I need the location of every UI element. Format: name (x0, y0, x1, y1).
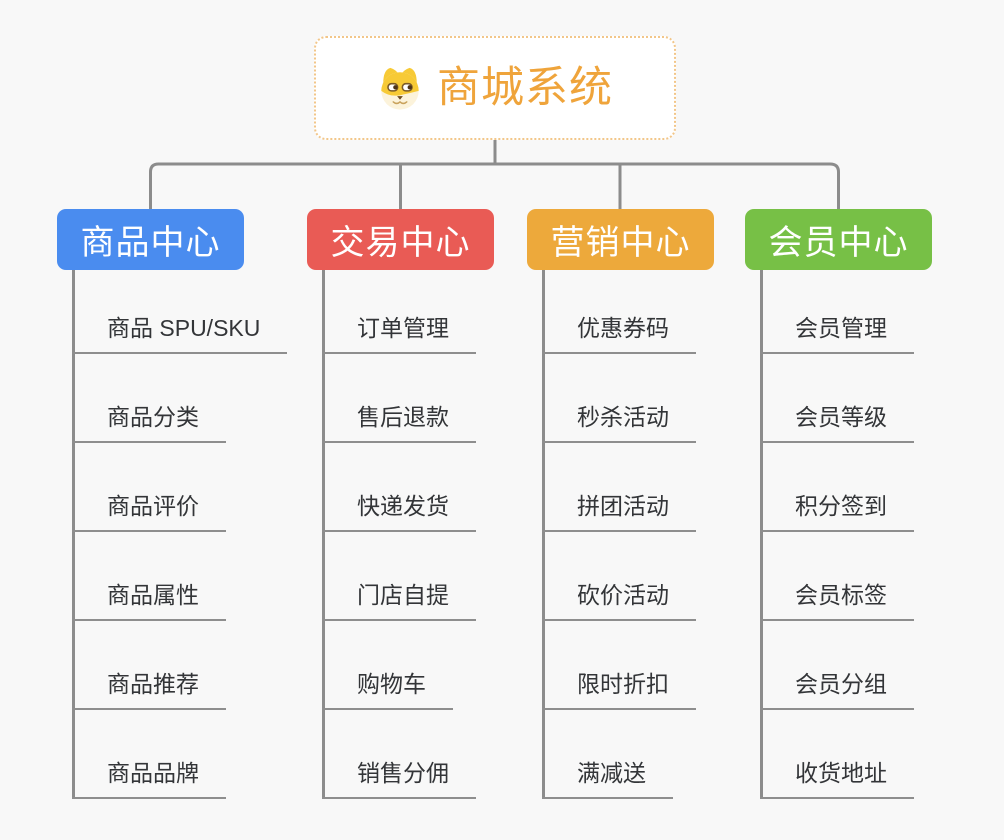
subtopic-item[interactable]: 收货地址 (760, 759, 914, 799)
subtopic-item[interactable]: 购物车 (322, 670, 453, 710)
subtopic-item[interactable]: 会员分组 (760, 670, 914, 710)
subtopic-item[interactable]: 会员管理 (760, 314, 914, 354)
root-topic-mall-system[interactable]: 商城系统 (314, 36, 676, 140)
subtopic-item[interactable]: 满减送 (542, 759, 673, 799)
subtopic-item[interactable]: 限时折扣 (542, 670, 696, 710)
branch-trade-center[interactable]: 交易中心 (307, 209, 494, 270)
branch-label: 商品中心 (80, 224, 221, 262)
root-topic-label: 商城系统 (437, 63, 613, 112)
subtopic-item[interactable]: 积分签到 (760, 492, 914, 532)
subtopic-item[interactable]: 会员等级 (760, 403, 914, 443)
branch-product-center[interactable]: 商品中心 (57, 209, 244, 270)
subtopic-item[interactable]: 秒杀活动 (542, 403, 696, 443)
subtopic-item[interactable]: 商品分类 (72, 403, 226, 443)
subtopic-item[interactable]: 商品评价 (72, 492, 226, 532)
subtopic-item[interactable]: 门店自提 (322, 581, 476, 621)
subtopic-item[interactable]: 拼团活动 (542, 492, 696, 532)
subtopic-item[interactable]: 订单管理 (322, 314, 476, 354)
subtopic-item[interactable]: 销售分佣 (322, 759, 476, 799)
subtopic-item[interactable]: 砍价活动 (542, 581, 696, 621)
subtopic-item[interactable]: 商品品牌 (72, 759, 226, 799)
branch-label: 营销中心 (550, 224, 691, 262)
dog-icon (381, 67, 419, 110)
subtopic-item[interactable]: 商品推荐 (72, 670, 226, 710)
subtopic-item[interactable]: 会员标签 (760, 581, 914, 621)
branch-label: 会员中心 (768, 224, 909, 262)
subtopic-item[interactable]: 快递发货 (322, 492, 476, 532)
subtopic-item[interactable]: 商品属性 (72, 581, 226, 621)
subtopic-item[interactable]: 优惠券码 (542, 314, 696, 354)
branch-marketing-center[interactable]: 营销中心 (527, 209, 714, 270)
subtopic-item[interactable]: 售后退款 (322, 403, 476, 443)
branch-member-center[interactable]: 会员中心 (745, 209, 932, 270)
branch-label: 交易中心 (330, 224, 471, 262)
subtopic-item[interactable]: 商品 SPU/SKU (72, 314, 288, 354)
